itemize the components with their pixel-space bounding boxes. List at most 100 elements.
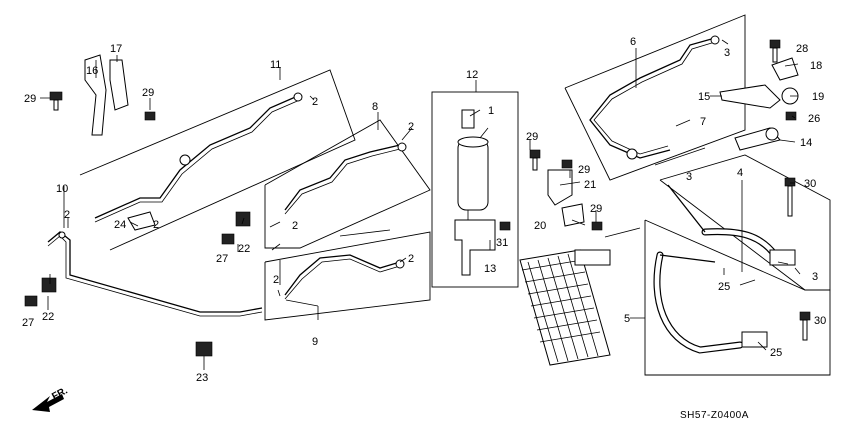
fitting-11: [293, 92, 303, 102]
bolt-30-top: [784, 177, 796, 217]
callout-2-g: 2: [153, 219, 159, 231]
hose-5: [653, 251, 744, 354]
clamp-18: [771, 57, 799, 81]
bolt-29-mid: [144, 111, 156, 121]
bracket-16: [84, 54, 107, 136]
fitting-6: [710, 35, 720, 45]
pipe-10: [47, 231, 263, 313]
callout-29-d: 29: [578, 164, 590, 176]
callout-12: 12: [466, 69, 478, 81]
box-6: [564, 14, 746, 181]
callout-29-e: 29: [590, 203, 602, 215]
callout-21: 21: [584, 179, 596, 191]
fitting-10: [58, 231, 66, 239]
part-code: SH57-Z0400A: [680, 410, 749, 421]
pipe-8: [284, 144, 401, 211]
callout-11: 11: [270, 59, 281, 71]
clip-23: [195, 341, 213, 357]
callout-29-c: 29: [526, 131, 538, 143]
callout-8: 8: [372, 101, 378, 113]
callout-25-b: 25: [770, 347, 782, 359]
condenser-fitting: [574, 249, 611, 266]
clip-22-right: [235, 211, 251, 227]
fitting-4: [769, 249, 796, 266]
box-5: [644, 219, 831, 376]
box-4: [659, 154, 831, 291]
callout-29-a: 29: [24, 93, 36, 105]
pipe-8-inner: [284, 148, 401, 215]
pipe-11-inner: [94, 98, 303, 223]
callout-15: 15: [698, 91, 710, 103]
bracket-15: [719, 84, 781, 109]
callout-17: 17: [110, 43, 122, 55]
pipe-9: [284, 254, 401, 296]
clip-22-left: [41, 277, 57, 293]
callout-6: 6: [630, 36, 636, 48]
callout-2-f: 2: [273, 274, 279, 286]
fitting-8: [397, 142, 407, 152]
fitting-9: [395, 259, 405, 269]
callout-23: 23: [196, 372, 208, 384]
callout-4: 4: [737, 167, 743, 179]
callout-20: 20: [534, 220, 546, 232]
callout-26: 26: [808, 113, 820, 125]
callout-3-b: 3: [686, 171, 692, 183]
bolt-31: [499, 221, 511, 231]
bolt-27-left: [24, 295, 38, 307]
callout-2-e: 2: [408, 253, 414, 265]
bolt-29-left: [49, 91, 63, 111]
condenser: [519, 249, 611, 366]
bolt-29-center: [529, 149, 541, 171]
bolt-30-bottom: [799, 311, 811, 341]
pipe-6: [589, 37, 716, 159]
receiver-bracket: [454, 219, 496, 276]
clamp-6: [626, 148, 638, 160]
callout-25-a: 25: [718, 281, 730, 293]
clamp-11: [179, 154, 191, 166]
receiver-valve: [461, 109, 475, 129]
front-label: FR.: [50, 385, 70, 402]
grommet-14: [765, 127, 779, 141]
bolt-27-right: [221, 233, 235, 245]
pipe-11: [94, 94, 301, 219]
box-8: [264, 119, 431, 249]
callout-2-a: 2: [64, 209, 70, 221]
callout-28: 28: [796, 43, 808, 55]
clip-24: [127, 211, 156, 231]
callout-30-a: 30: [804, 178, 816, 190]
box-12: [431, 91, 519, 288]
callout-13: 13: [484, 263, 496, 275]
bracket-21: [547, 169, 573, 206]
callout-2-c: 2: [408, 121, 414, 133]
callout-16: 16: [86, 65, 98, 77]
box-9: [264, 231, 431, 321]
callout-27-b: 27: [216, 253, 228, 265]
callout-5: 5: [624, 313, 630, 325]
receiver-dryer: [457, 139, 489, 211]
receiver-top: [457, 136, 489, 148]
callout-29-b: 29: [142, 87, 154, 99]
callout-3-a: 3: [724, 47, 730, 59]
callout-27-a: 27: [22, 317, 34, 329]
callout-2-b: 2: [312, 96, 318, 108]
callout-3-c: 3: [812, 271, 818, 283]
callout-18: 18: [810, 60, 822, 72]
pipe-9-inner: [284, 258, 401, 300]
callout-22-a: 22: [42, 311, 54, 323]
callout-2-d: 2: [292, 220, 298, 232]
bracket-20: [561, 203, 585, 227]
bolt-26: [785, 111, 797, 121]
pipe-6-inner: [593, 41, 716, 155]
callout-7: 7: [700, 116, 706, 128]
callout-24: 24: [114, 219, 126, 231]
callout-19: 19: [812, 91, 824, 103]
callout-9: 9: [312, 336, 318, 348]
bolt-28: [769, 39, 781, 63]
clamp-17: [109, 59, 129, 111]
bolt-29-right: [561, 159, 573, 169]
callout-31: 31: [496, 237, 508, 249]
box-11: [79, 69, 356, 251]
bolt-29-lower: [591, 221, 603, 231]
